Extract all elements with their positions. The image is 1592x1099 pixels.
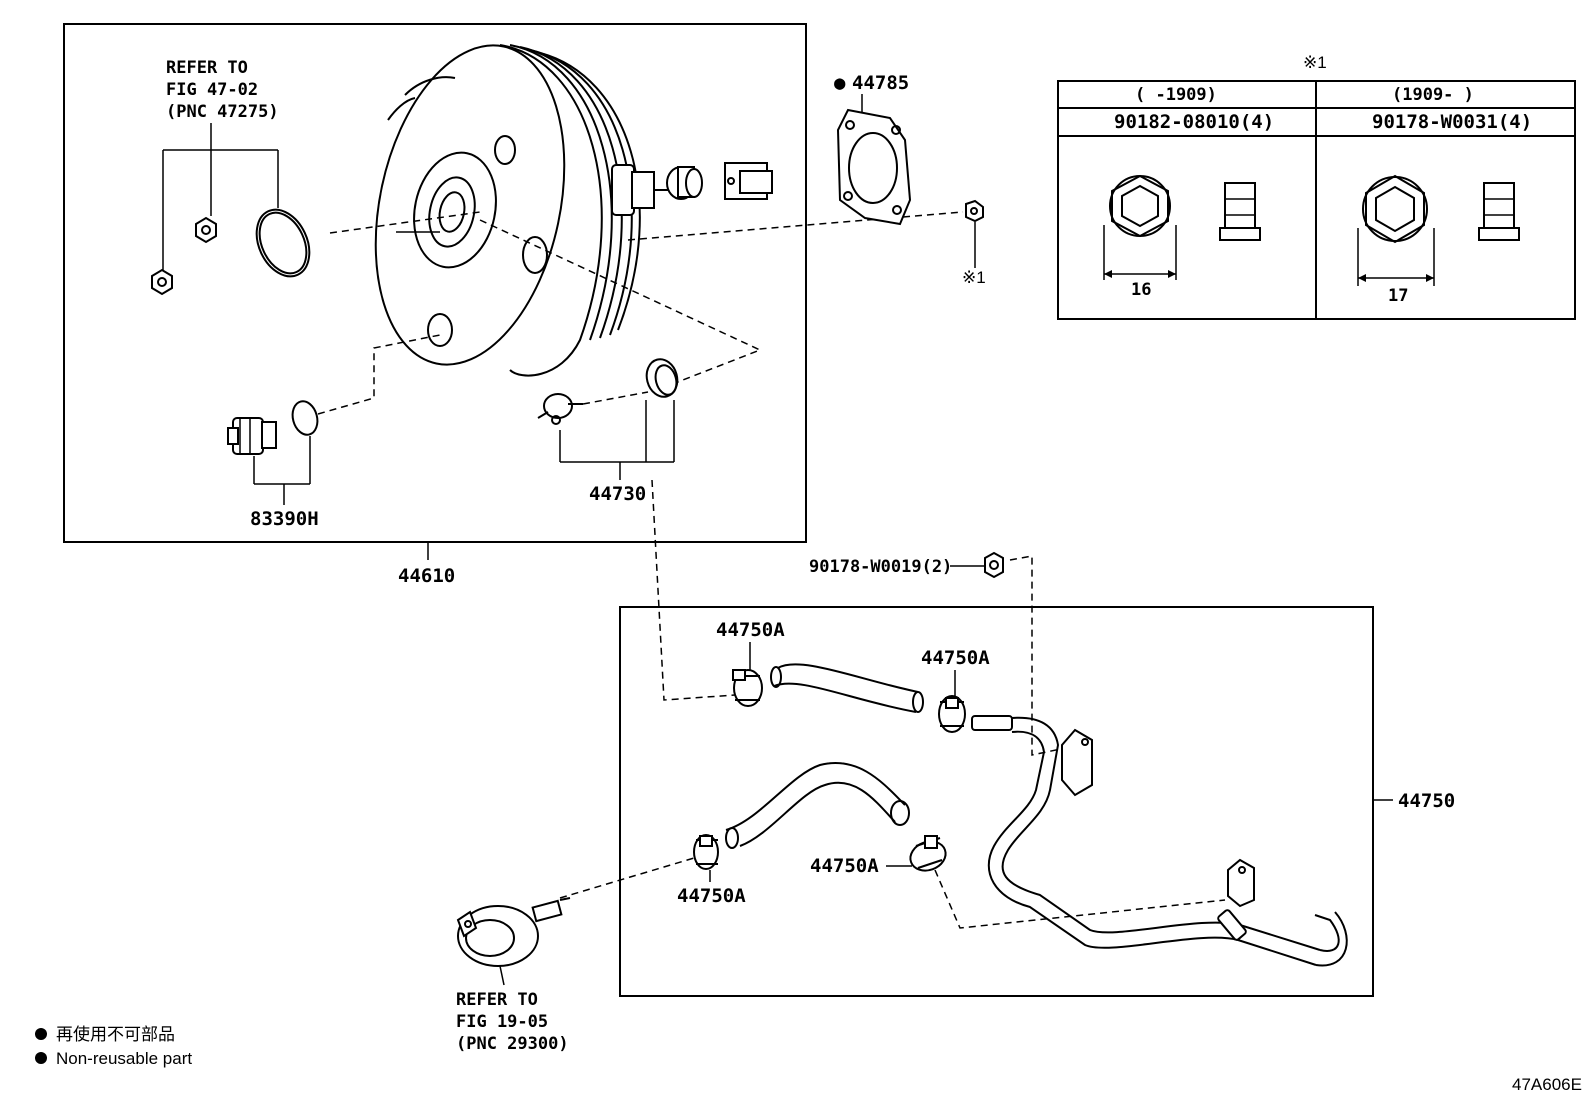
grommet-to-clamp-dash [651,479,736,701]
nut-col2-size: 17 [1388,286,1408,306]
legend-en: Non-reusable part [56,1049,192,1068]
master-cylinder-nut-2-icon [195,216,217,244]
hex-nut-16-side-icon [1219,182,1261,241]
clamp-4-part-number[interactable]: 44750A [677,885,746,907]
nut-col2-part-number[interactable]: 90178-W0031(4) [1372,111,1532,133]
hose-clamp-3-icon [909,835,947,872]
vacuum-pump-icon [456,897,571,986]
gasket-icon [836,108,912,226]
grommet-bracket [559,400,675,480]
nut-col1-size: 16 [1131,280,1151,300]
lower-vacuum-hose-icon [725,762,906,847]
gasket-marker: ● [834,72,846,94]
check-valve-bracket [253,436,311,505]
upper-vacuum-hose-icon [773,663,919,713]
nut-table-mark: ※1 [1303,53,1327,72]
clevis-bushing-icon [666,166,703,200]
dimension-17 [1357,228,1435,286]
hose-clamp-1-icon [732,669,763,707]
brake-booster-icon [374,44,674,377]
connector-to-grommet-dash [582,391,649,405]
hose-clamp-4-icon [693,834,719,870]
vacuum-pipe-icon [971,715,1348,967]
bolt-icon [984,551,1004,579]
grommet-icon [645,358,679,398]
vacuum-connector-icon [537,393,583,425]
bolt-part-number[interactable]: 90178-W0019(2) [809,557,952,577]
clamp3-to-pipe-dash [934,869,1226,929]
master-cylinder-nut-icon [151,268,173,296]
booster-part-number[interactable]: 44610 [398,565,455,587]
bolt-to-pipe-dash [1009,555,1081,756]
refer-bottom-line1[interactable]: REFER TO [456,990,538,1010]
mounting-nut-icon [965,199,984,223]
gasket-part-number[interactable]: 44785 [852,72,909,94]
nut-col2-range: (1909- ) [1392,85,1474,105]
nut-reference-mark[interactable]: ※1 [962,268,986,287]
refer-top-line1[interactable]: REFER TO [166,58,248,78]
refer-top-line2[interactable]: FIG 47-02 [166,80,258,100]
grommet-part-number[interactable]: 44730 [589,483,646,505]
refer-bottom-line2[interactable]: FIG 19-05 [456,1012,548,1032]
hose-clamp-2-icon [938,695,966,733]
hex-nut-17-top-icon [1362,174,1428,244]
booster-group-frame [63,23,807,543]
clamp-2-part-number[interactable]: 44750A [921,647,990,669]
nut-col1-range: ( -1909) [1135,85,1217,105]
diagram-code: 47A606E [1512,1075,1582,1094]
legend-jp: 再使用不可部品 [56,1024,175,1044]
refer-top-bracket [162,123,279,270]
hose-group-part-number[interactable]: 44750 [1398,790,1455,812]
o-ring-icon [255,208,311,278]
clamp-3-part-number[interactable]: 44750A [810,855,879,877]
check-valve-dash [317,334,441,415]
legend-dot-en-icon [35,1052,47,1064]
booster-to-nut-dash [627,211,964,241]
clevis-icon [724,162,773,200]
nut-col1-part-number[interactable]: 90182-08010(4) [1114,111,1274,133]
legend-dot-jp-icon [35,1028,47,1040]
pump-to-clamp4-dash [559,857,695,899]
oring-to-booster-dash [329,211,481,234]
refer-bottom-line3[interactable]: (PNC 29300) [456,1034,569,1054]
clamp-1-part-number[interactable]: 44750A [716,619,785,641]
check-valve-part-number[interactable]: 83390H [250,508,319,530]
dimension-16 [1103,225,1177,280]
refer-top-line3[interactable]: (PNC 47275) [166,102,279,122]
hose-group-frame [619,606,1374,997]
check-valve-seal-icon [291,400,319,436]
hex-nut-17-side-icon [1478,182,1520,241]
nut-table [1057,80,1576,320]
check-valve-icon [227,417,277,455]
booster-to-grommet-dash [479,219,762,386]
hex-nut-16-top-icon [1109,174,1171,238]
